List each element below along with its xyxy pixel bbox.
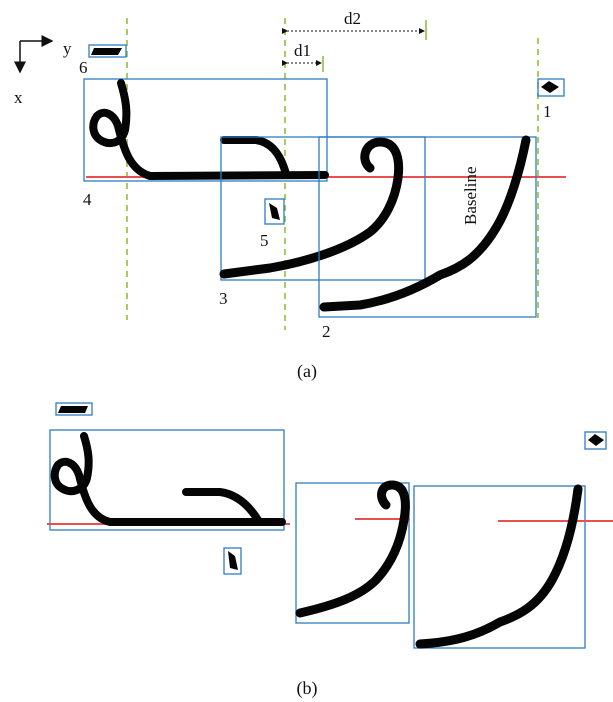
- component-1: 1: [537, 78, 565, 121]
- caption-a: (a): [297, 361, 317, 382]
- bounding-box-1: [537, 78, 565, 97]
- d2-label: d2: [344, 9, 361, 28]
- bounding-box-6: [88, 44, 127, 58]
- panel-b: (b): [47, 402, 613, 699]
- component-4: 4: [83, 78, 329, 209]
- box-number-5: 5: [260, 231, 269, 250]
- bounding-box-b-5: [223, 547, 242, 575]
- component-3: 3: [219, 136, 426, 308]
- box-number-6: 6: [79, 58, 88, 77]
- bounding-box-b-4: [49, 429, 285, 531]
- d1-label: d1: [294, 41, 311, 60]
- bounding-box-b-6: [55, 402, 93, 416]
- bounding-box-2: [318, 136, 537, 318]
- caption-b: (b): [297, 678, 318, 699]
- component-b-1: [584, 431, 607, 450]
- box-number-2: 2: [322, 322, 331, 341]
- component-b-5: [223, 547, 242, 575]
- component-b-2: [413, 484, 613, 649]
- d2-dimension: d2: [282, 9, 427, 40]
- coordinate-axes: y x: [14, 35, 72, 107]
- component-5: 5: [260, 198, 285, 250]
- d1-dimension: d1: [282, 41, 324, 72]
- bounding-box-4: [83, 78, 328, 182]
- bounding-box-b-3: [295, 482, 410, 624]
- component-2: 2: [318, 135, 537, 341]
- component-b-3: [295, 480, 410, 624]
- box-number-4: 4: [83, 190, 92, 209]
- panel-a: y x d2 d1 Baseline 6: [14, 9, 566, 382]
- bounding-box-b-1: [584, 431, 607, 450]
- component-6: 6: [79, 44, 127, 77]
- bounding-box-5: [264, 198, 285, 225]
- component-b-4: [47, 429, 290, 531]
- x-axis-label: x: [14, 88, 23, 107]
- y-axis-label: y: [63, 39, 72, 58]
- box-number-3: 3: [219, 289, 228, 308]
- baseline-label: Baseline: [461, 166, 480, 225]
- box-number-1: 1: [543, 102, 552, 121]
- bounding-box-b-2: [413, 485, 586, 649]
- component-b-6: [55, 402, 93, 416]
